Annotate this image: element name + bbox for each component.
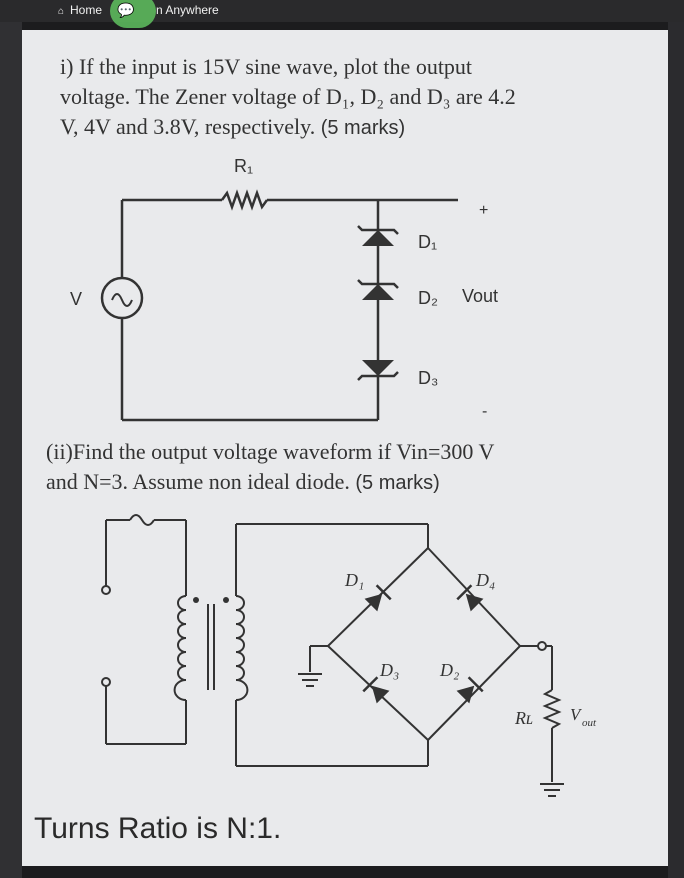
left-frame xyxy=(0,22,22,878)
chat-badge[interactable] xyxy=(110,0,156,28)
zener-d3-symbol xyxy=(357,360,399,381)
question-2-marks: (5 marks) xyxy=(355,472,440,494)
question-2-line2-wrap: and N=3. Assume non ideal diode. (5 mark… xyxy=(46,467,646,498)
ground-symbol-right xyxy=(540,783,564,797)
diode-d3-symbol xyxy=(362,676,390,704)
diode-d4-symbol xyxy=(456,584,484,612)
right-frame xyxy=(668,22,684,878)
bridge-d1-label: D₁ xyxy=(344,570,364,590)
question-2-line1: (ii)Find the output voltage waveform if … xyxy=(46,439,495,464)
vout-sub-label: out xyxy=(582,717,597,729)
input-sine-symbol xyxy=(129,514,155,526)
zener-d2-symbol xyxy=(357,279,399,300)
vout-v-label: V xyxy=(570,705,583,724)
question-1-marks: (5 marks) xyxy=(320,117,406,139)
resistor-r1-label: R₁ xyxy=(234,156,253,176)
question-panel xyxy=(22,30,668,866)
question-2-text: (ii)Find the output voltage waveform if … xyxy=(46,437,646,498)
secondary-coil-symbol xyxy=(235,595,249,701)
source-v-label: V xyxy=(70,289,82,309)
home-link[interactable]: ⌂ Home xyxy=(58,3,102,17)
zener-d1-symbol xyxy=(357,225,399,246)
question-1-line2: voltage. The Zener voltage of D₁, D₂ and… xyxy=(60,84,516,109)
d1-label: D₁ xyxy=(418,232,437,252)
question-1-line3-wrap: V, 4V and 3.8V, respectively. (5 marks) xyxy=(60,112,660,143)
diode-d1-symbol xyxy=(364,584,392,612)
secondary-dot xyxy=(223,597,229,603)
d3-label: D₃ xyxy=(418,368,438,388)
home-icon: ⌂ xyxy=(58,6,65,17)
load-rl-label: Rʟ xyxy=(514,708,533,728)
load-resistor-symbol xyxy=(542,689,562,729)
question-1-line1: i) If the input is 15V sine wave, plot t… xyxy=(60,54,473,79)
chat-icon[interactable]: 💬 xyxy=(117,2,135,18)
diode-d2-symbol xyxy=(456,676,484,704)
home-label: Home xyxy=(70,3,103,17)
bridge-d2-label: D₂ xyxy=(439,660,459,680)
d2-label: D₂ xyxy=(418,288,438,308)
vout-label: Vout xyxy=(462,286,498,306)
sine-wave-icon xyxy=(111,293,133,307)
bridge-d3-label: D₃ xyxy=(379,660,399,680)
resistor-r1-symbol xyxy=(220,189,269,211)
primary-dot xyxy=(193,597,199,603)
question-1-text: i) If the input is 15V sine wave, plot t… xyxy=(60,52,660,143)
top-bar: ⌂ Home 💬 n Anywhere xyxy=(0,0,684,28)
plus-label: + xyxy=(479,202,488,219)
primary-coil-symbol xyxy=(173,595,187,701)
bridge-d4-label: D₄ xyxy=(475,570,495,590)
ground-symbol-left xyxy=(298,673,322,687)
minus-label: - xyxy=(482,403,487,420)
question-2-line2: and N=3. Assume non ideal diode. xyxy=(46,469,350,494)
question-1-line3: V, 4V and 3.8V, respectively. xyxy=(60,114,316,139)
turns-ratio-text: Turns Ratio is N:1. xyxy=(34,812,282,845)
anywhere-label: n Anywhere xyxy=(156,3,219,17)
ac-source-symbol xyxy=(100,276,144,320)
